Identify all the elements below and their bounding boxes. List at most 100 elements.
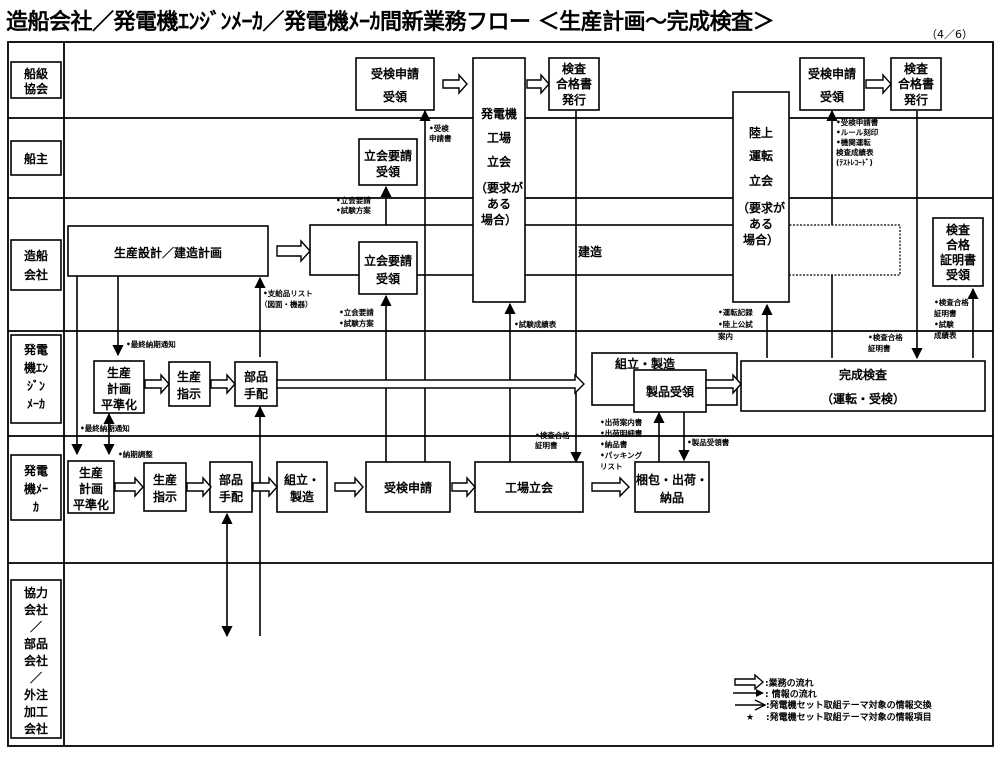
lane-label-line: 協力 bbox=[24, 585, 48, 600]
box-final-inspection: 完成検査 （運転・受検） bbox=[740, 360, 986, 412]
box-label: 受領 bbox=[946, 267, 971, 282]
box-label: 工場 bbox=[487, 130, 511, 145]
business-flow-arrow-icon bbox=[276, 239, 311, 263]
lane-label-line: 会社 bbox=[24, 721, 48, 736]
note-line: •機関運転 bbox=[836, 137, 871, 147]
note-line: •製品受領書 bbox=[687, 437, 730, 447]
lane-label-line: ｼﾞﾝ bbox=[27, 378, 45, 393]
note-final-delivery-gen: •最終納期通知 bbox=[80, 423, 130, 433]
box-class-receive-2: 受検申請 受領 bbox=[799, 57, 865, 111]
note-inspection-application: •受検 申請書 bbox=[429, 123, 452, 143]
note-line: 案内 bbox=[717, 331, 733, 341]
box-label: 立会 bbox=[487, 154, 512, 169]
note-line: •試験方案 bbox=[336, 205, 371, 215]
box-label: 発行 bbox=[561, 92, 586, 107]
note-line: 証明書 bbox=[868, 343, 891, 353]
lane-label-line: 加工 bbox=[23, 704, 48, 719]
box-label: 合格書 bbox=[898, 76, 934, 91]
box-label: （運転・受検） bbox=[821, 391, 905, 406]
lane-label-class: 船級 協会 bbox=[10, 61, 62, 99]
note-supplied-parts: •支給品リスト （図面・機器） bbox=[260, 288, 313, 309]
box-label: 証明書 bbox=[940, 252, 976, 267]
box-label: （要求が bbox=[475, 180, 523, 195]
box-label: 計画 bbox=[107, 381, 131, 396]
box-label: 立会要請 bbox=[364, 253, 412, 268]
lane-label-line: 会社 bbox=[24, 267, 48, 282]
box-gen-plan: 生産 計画 平準化 bbox=[67, 460, 115, 514]
box-label: 運転 bbox=[749, 148, 773, 163]
box-label: 立会要請 bbox=[364, 148, 412, 163]
box-label: 受領 bbox=[820, 89, 845, 104]
note-line: •立会要請 bbox=[336, 195, 371, 205]
note-line: •納期調整 bbox=[118, 449, 153, 459]
outer-frame bbox=[7, 41, 994, 747]
lane-label-line: ／ bbox=[30, 619, 42, 634]
business-flow-arrow-icon bbox=[526, 73, 550, 95]
lane-label-owner: 船主 bbox=[10, 140, 62, 176]
box-class-issue-2: 検査 合格書 発行 bbox=[890, 57, 942, 111]
note-class-docs: •受検申請書 •ルール刻印 •機関運転 検査成績表 (ﾃｽﾄﾚｺｰﾄﾞ) bbox=[836, 117, 879, 167]
box-eng-parts: 部品 手配 bbox=[234, 361, 278, 407]
box-production-design: 生産設計／建造計画 bbox=[67, 225, 269, 277]
note-line: •ルール刻印 bbox=[836, 127, 879, 137]
business-flow-arrow-icon bbox=[865, 73, 892, 95]
box-class-issue-1: 検査 合格書 発行 bbox=[548, 57, 600, 111]
lane-label-generator-maker: 発電 機ﾒｰ ｶ bbox=[10, 454, 62, 521]
note-final-delivery-eng: •最終納期通知 bbox=[126, 339, 176, 349]
lane-label-line: 会社 bbox=[24, 653, 48, 668]
box-label: 発行 bbox=[903, 92, 928, 107]
note-line: 証明書 bbox=[934, 308, 957, 318]
legend-label: :業務の流れ bbox=[765, 677, 814, 689]
box-label: 指示 bbox=[177, 386, 201, 401]
business-flow-arrow-icon bbox=[114, 476, 144, 498]
box-label: 陸上 bbox=[749, 125, 773, 140]
box-label: 梱包・出荷・ bbox=[636, 472, 708, 487]
lane-label-line: 外注 bbox=[24, 687, 48, 702]
business-flow-arrow-icon bbox=[186, 476, 212, 498]
box-label: 生産設計／建造計画 bbox=[114, 245, 222, 260]
box-land-witness: 陸上 運転 立会 （要求が ある 場合） bbox=[732, 91, 790, 303]
box-label: 受検申請 bbox=[808, 66, 856, 81]
box-label: 建造 bbox=[577, 244, 603, 259]
box-label: 組立・ bbox=[284, 472, 320, 487]
note-line: •受検 bbox=[429, 123, 449, 133]
star-icon: ★ bbox=[746, 713, 754, 723]
box-gen-apply: 受検申請 bbox=[365, 461, 451, 513]
box-eng-product-receive: 製品受領 bbox=[633, 369, 707, 413]
note-cert-to-yard: •検査合格 証明書 •試験 成績表 bbox=[934, 297, 969, 340]
note-line: •陸上公試 bbox=[718, 319, 753, 329]
information-flow-arrow-head-icon bbox=[756, 689, 764, 697]
box-label: 受検申請 bbox=[384, 480, 432, 495]
box-label: 生産 bbox=[107, 365, 131, 380]
box-label: 平準化 bbox=[73, 497, 109, 512]
box-label: 検査 bbox=[904, 61, 929, 76]
box-label: 受検申請 bbox=[371, 66, 419, 81]
note-line: 証明書 bbox=[535, 440, 558, 450]
box-label: 指示 bbox=[153, 489, 177, 504]
box-eng-instruct: 生産 指示 bbox=[168, 361, 211, 407]
box-label: 検査 bbox=[562, 61, 587, 76]
box-label: 合格書 bbox=[556, 76, 592, 91]
box-label: （要求が bbox=[737, 200, 785, 215]
note-line: •出荷明細書 bbox=[600, 428, 643, 438]
info-exchange-arrow-head-icon bbox=[754, 699, 767, 711]
lane-label-line: 会社 bbox=[24, 602, 48, 617]
box-owner-witness-receive: 立会要請 受領 bbox=[358, 138, 418, 186]
box-class-receive-1: 受検申請 受領 bbox=[355, 57, 435, 111]
box-gen-assembly: 組立・ 製造 bbox=[276, 461, 328, 513]
box-label: 平準化 bbox=[101, 397, 137, 412]
business-flow-arrow-icon bbox=[144, 373, 170, 395]
box-label: 製造 bbox=[289, 489, 315, 504]
box-label: 受領 bbox=[376, 271, 401, 286]
note-test-results: •試験成績表 bbox=[514, 319, 557, 329]
note-product-receipt: •製品受領書 bbox=[687, 437, 730, 447]
note-line: 検査成績表 bbox=[836, 147, 874, 157]
diagram-title: 造船会社／発電機ｴﾝｼﾞﾝﾒｰｶ／発電機ﾒｰｶ間新業務フロー ＜生産計画～完成検… bbox=[6, 10, 775, 35]
box-certificate-receive: 検査 合格 証明書 受領 bbox=[932, 217, 984, 287]
lane-label-line: 発電 bbox=[23, 342, 48, 357]
box-label: 検査 bbox=[946, 222, 971, 237]
lane-label-line: 機ｴﾝ bbox=[24, 360, 48, 375]
note-line: 成績表 bbox=[934, 330, 957, 340]
box-label: 工場立会 bbox=[505, 480, 554, 495]
